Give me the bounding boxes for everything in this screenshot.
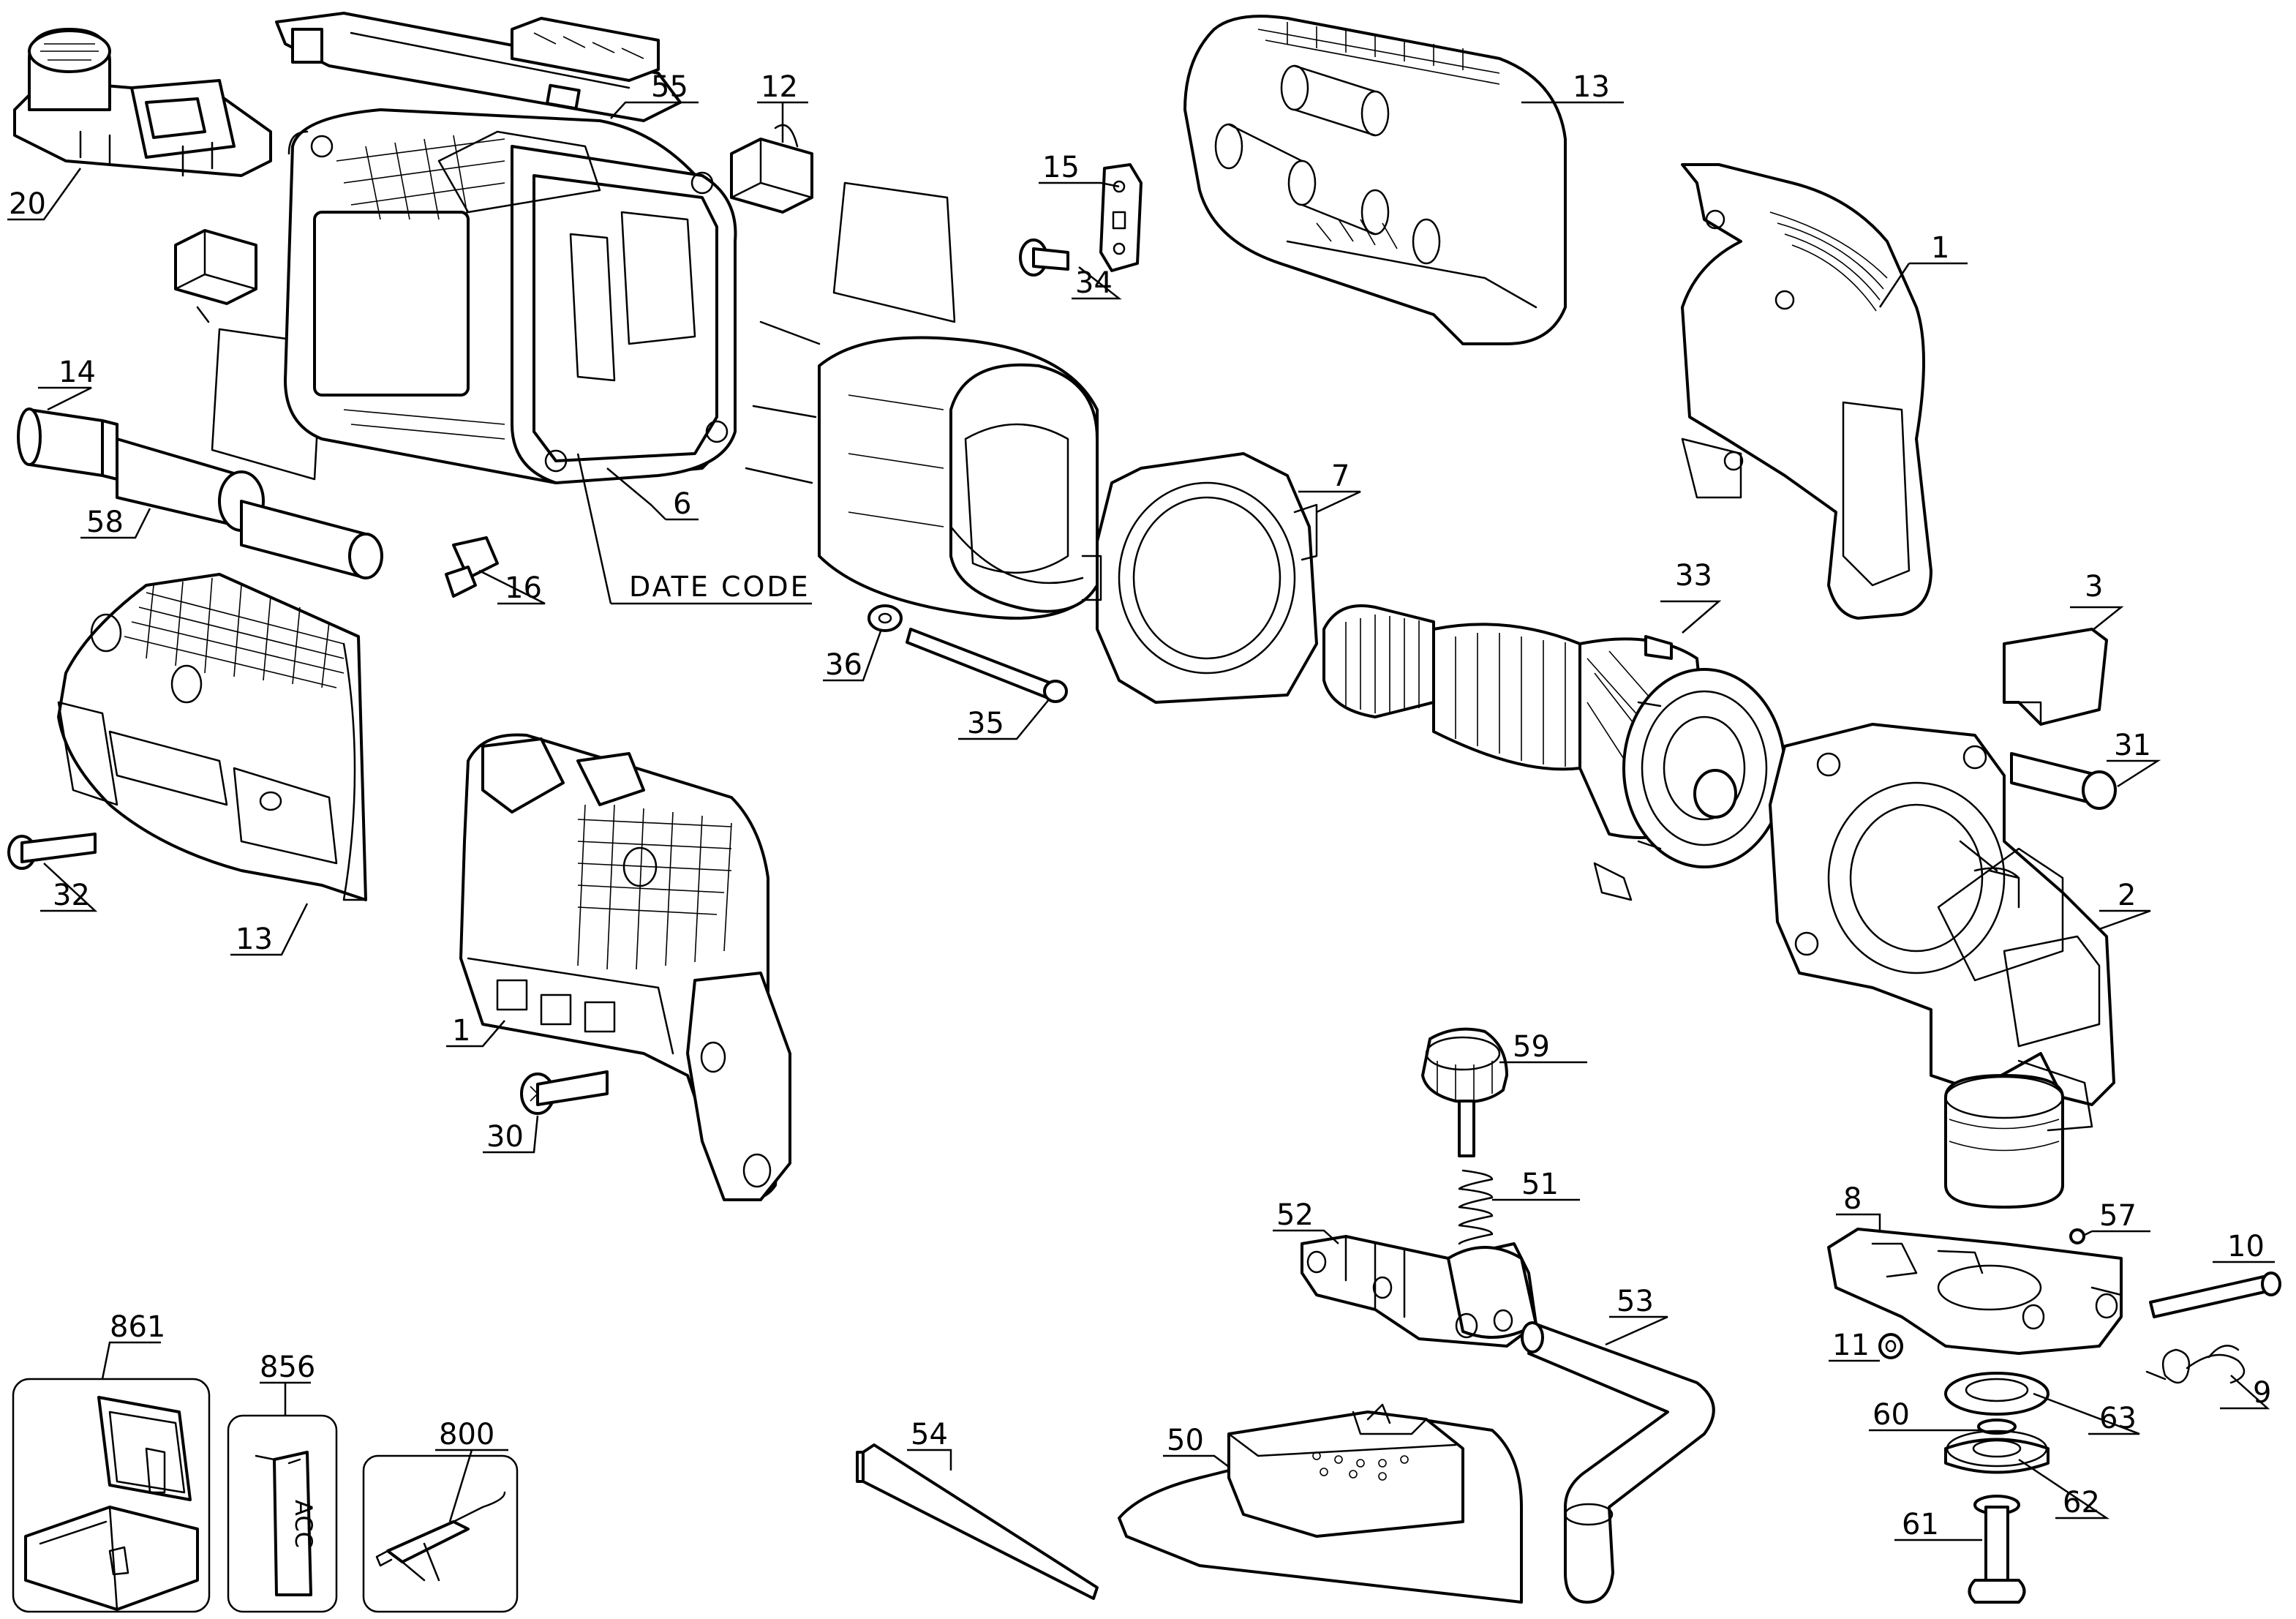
callout-6: 6 — [673, 487, 691, 521]
callout-13-top: 13 — [1573, 70, 1610, 104]
part-32-screw — [7, 833, 97, 870]
part-60-small-washer — [1977, 1419, 2017, 1435]
part-13-handle-half-top — [1183, 15, 1567, 345]
part-861-carrying-case-box — [12, 1378, 211, 1613]
part-51-spring — [1458, 1169, 1494, 1245]
part-800-accessory-box — [362, 1454, 519, 1613]
callout-15: 15 — [1042, 151, 1080, 184]
part-15-bracket — [1099, 163, 1143, 272]
part-34-screw — [1019, 238, 1069, 277]
part-12-terminal — [730, 124, 813, 214]
part-52-clamp-block — [1301, 1235, 1537, 1348]
callout-856: 856 — [260, 1351, 315, 1384]
callout-31: 31 — [2114, 729, 2151, 762]
callout-labels: 20 55 12 13 15 34 1 14 58 6 16 7 33 3 36… — [9, 70, 2271, 1541]
callout-63: 63 — [2099, 1402, 2137, 1435]
part-31-screw — [2010, 752, 2117, 810]
part-1-handle-cover-left — [459, 733, 791, 1201]
callout-60: 60 — [1872, 1398, 1910, 1432]
terminal-block-small — [174, 229, 257, 323]
callout-32: 32 — [53, 879, 90, 912]
callout-14: 14 — [59, 356, 96, 389]
part-62-flange — [1944, 1430, 2050, 1474]
callout-33: 33 — [1675, 559, 1712, 593]
callout-861: 861 — [110, 1310, 165, 1344]
part-30-screw — [520, 1070, 609, 1115]
leader-lines — [7, 101, 2275, 1541]
callout-7: 7 — [1331, 459, 1350, 493]
callout-20: 20 — [9, 187, 46, 221]
callout-8: 8 — [1843, 1182, 1862, 1216]
part-14-shaft — [17, 407, 383, 579]
part-2-gear-case — [1769, 723, 2115, 1209]
callout-800: 800 — [439, 1418, 494, 1451]
field-wires — [745, 320, 821, 484]
callout-59: 59 — [1513, 1030, 1550, 1064]
part-33-armature — [1322, 604, 1786, 901]
part-1-handle-cover-right — [1681, 163, 1932, 620]
callout-51: 51 — [1521, 1168, 1559, 1201]
callout-9: 9 — [2253, 1376, 2271, 1410]
part-3-clip — [2003, 628, 2108, 726]
callout-16: 16 — [505, 571, 542, 605]
callout-1-top: 1 — [1931, 231, 1949, 265]
callout-53: 53 — [1616, 1285, 1654, 1318]
callout-61: 61 — [1902, 1508, 1939, 1541]
part-11-nut — [1878, 1333, 1903, 1359]
callout-2: 2 — [2118, 879, 2136, 912]
part-50-sanding-pad — [1118, 1403, 1523, 1604]
part-10-pin — [2149, 1271, 2281, 1318]
callout-50: 50 — [1167, 1424, 1204, 1457]
callout-57: 57 — [2099, 1199, 2137, 1233]
part-53-lever — [1521, 1321, 1715, 1604]
part-8-base-plate — [1827, 1228, 2123, 1355]
callout-55: 55 — [651, 70, 688, 104]
part-16-wire-connector — [445, 536, 499, 598]
part-13-handle-half-left — [57, 573, 367, 901]
accessory-tag-text-group: ACC — [290, 1500, 317, 1548]
callout-1-left: 1 — [452, 1014, 470, 1048]
callout-34: 34 — [1075, 266, 1113, 300]
callout-11: 11 — [1832, 1329, 1870, 1362]
part-field-stator — [818, 336, 1099, 620]
part-59-knob — [1421, 1027, 1508, 1157]
accessory-tag-text: ACC — [290, 1500, 317, 1548]
part-55-slider-button — [511, 17, 660, 82]
callout-13-left: 13 — [236, 923, 273, 956]
part-54-hex-key — [856, 1443, 1099, 1600]
callout-10: 10 — [2227, 1230, 2265, 1263]
callout-54: 54 — [911, 1418, 948, 1451]
callout-62: 62 — [2063, 1486, 2100, 1520]
callout-52: 52 — [1276, 1198, 1314, 1232]
part-20-switch-assembly — [13, 28, 272, 177]
part-9-spring-clip — [2145, 1345, 2246, 1384]
part-63-washer — [1944, 1372, 2050, 1416]
callout-36: 36 — [825, 648, 862, 682]
callout-12: 12 — [761, 70, 798, 104]
callout-30: 30 — [486, 1120, 524, 1154]
date-code-label: DATE CODE — [629, 571, 810, 603]
part-35-long-screw — [906, 628, 1068, 703]
callout-3: 3 — [2085, 570, 2103, 604]
part-856-accessory-tag-box — [227, 1414, 338, 1613]
callout-35: 35 — [967, 707, 1004, 740]
part-7-baffle — [1081, 452, 1318, 704]
callout-58: 58 — [86, 506, 124, 539]
part-55-switch-rod — [275, 12, 682, 122]
part-6-motor-housing — [284, 108, 737, 484]
part-61-bolt — [1968, 1495, 2026, 1604]
part-36-washer — [867, 604, 903, 632]
part-57-ball — [2069, 1228, 2085, 1244]
